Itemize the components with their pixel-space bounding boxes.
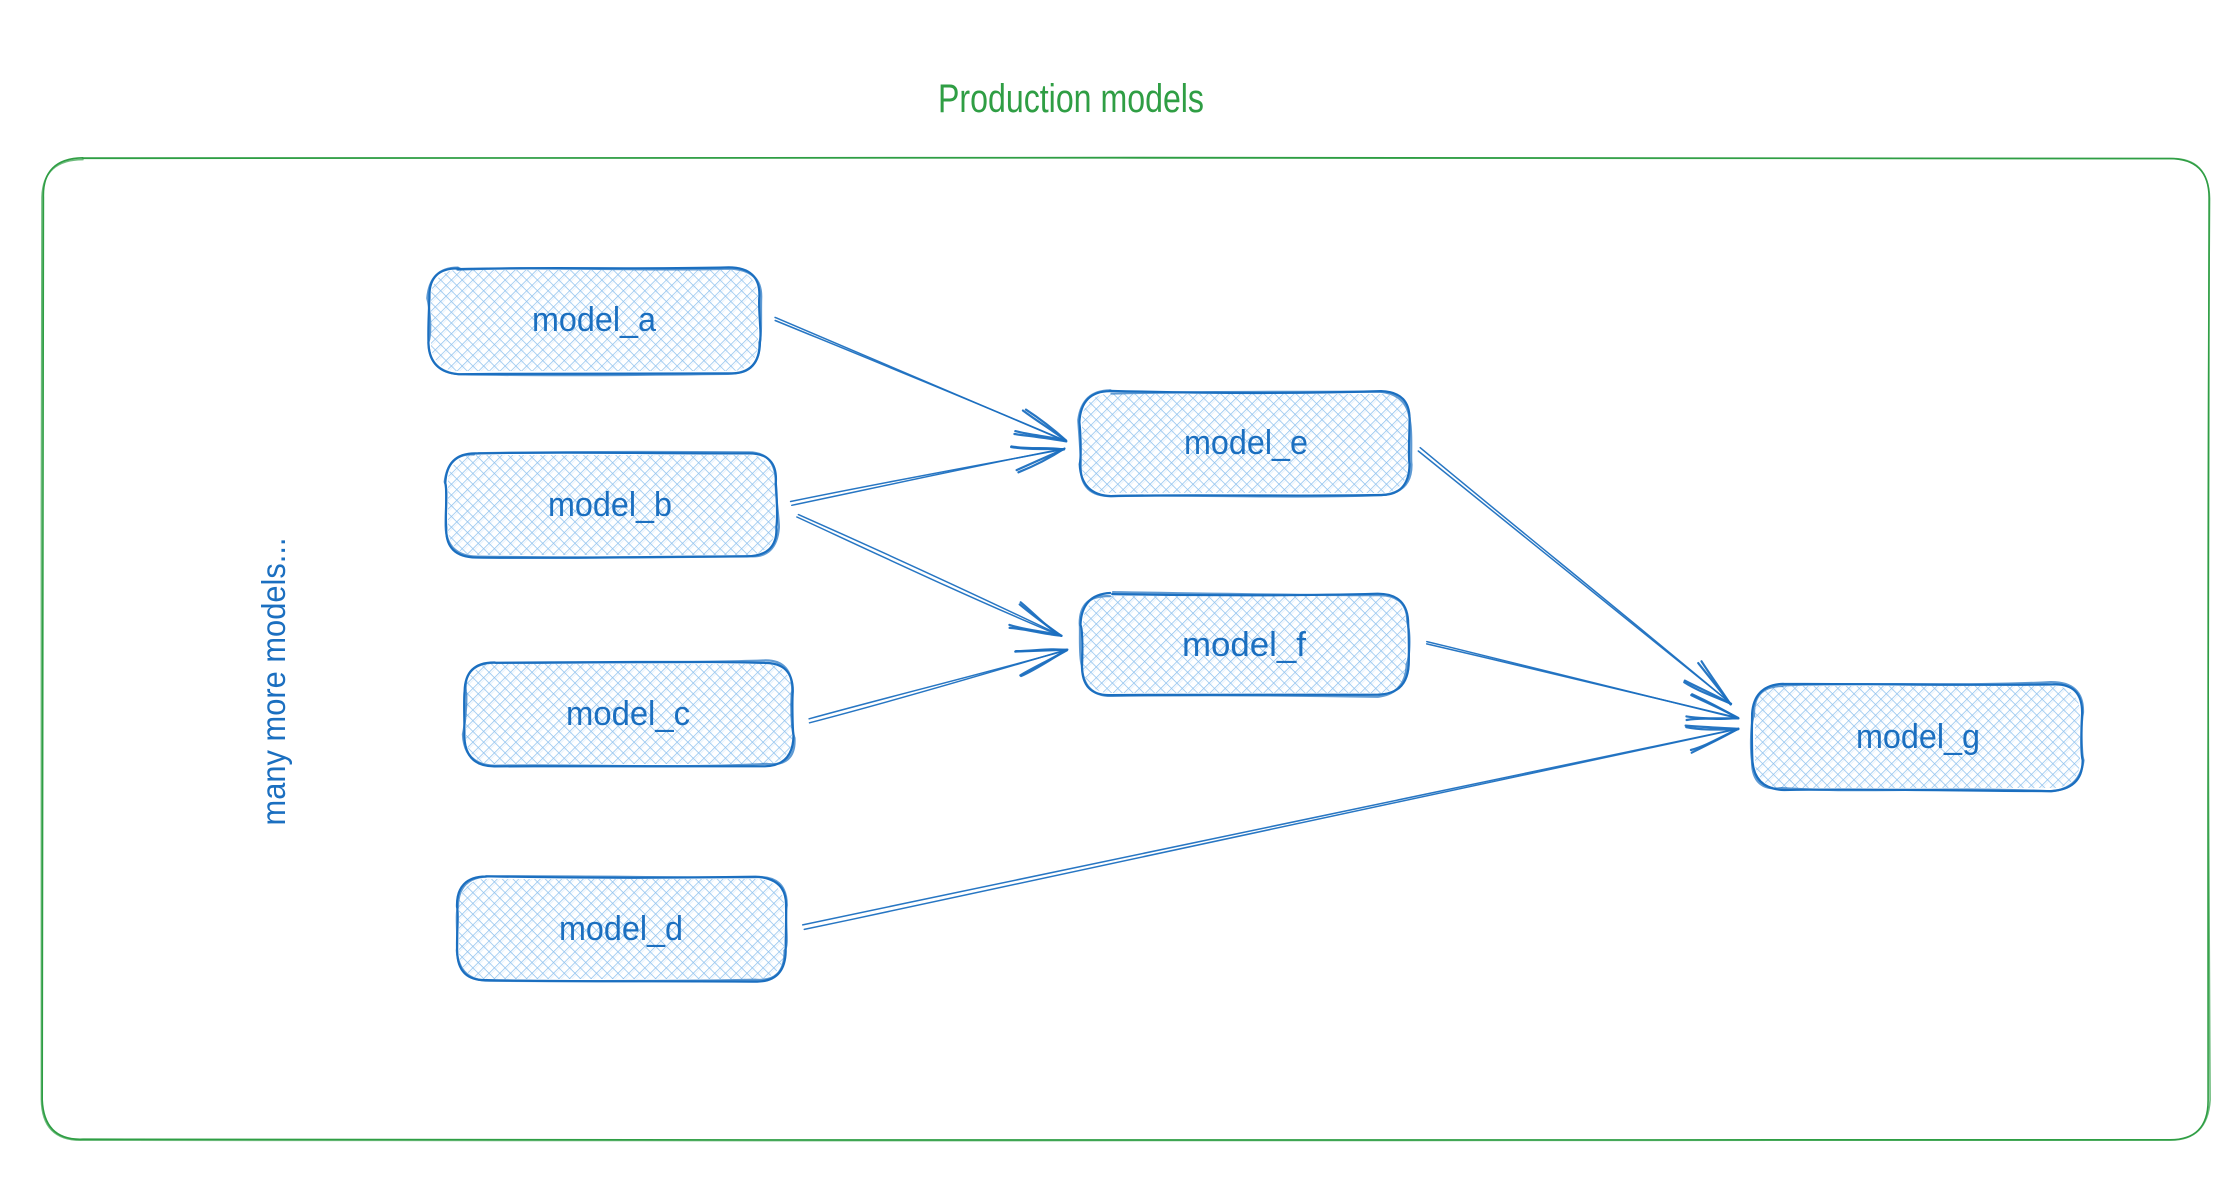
svg-text:Production models: Production models (938, 77, 1204, 121)
svg-text:model_e: model_e (1184, 424, 1308, 462)
svg-text:model_d: model_d (559, 910, 683, 948)
svg-text:many more models...: many more models... (255, 538, 292, 826)
svg-text:model_f: model_f (1182, 626, 1307, 664)
svg-text:model_c: model_c (566, 695, 690, 733)
svg-text:model_b: model_b (548, 486, 672, 524)
svg-text:model_a: model_a (532, 301, 656, 339)
svg-text:model_g: model_g (1856, 718, 1980, 756)
